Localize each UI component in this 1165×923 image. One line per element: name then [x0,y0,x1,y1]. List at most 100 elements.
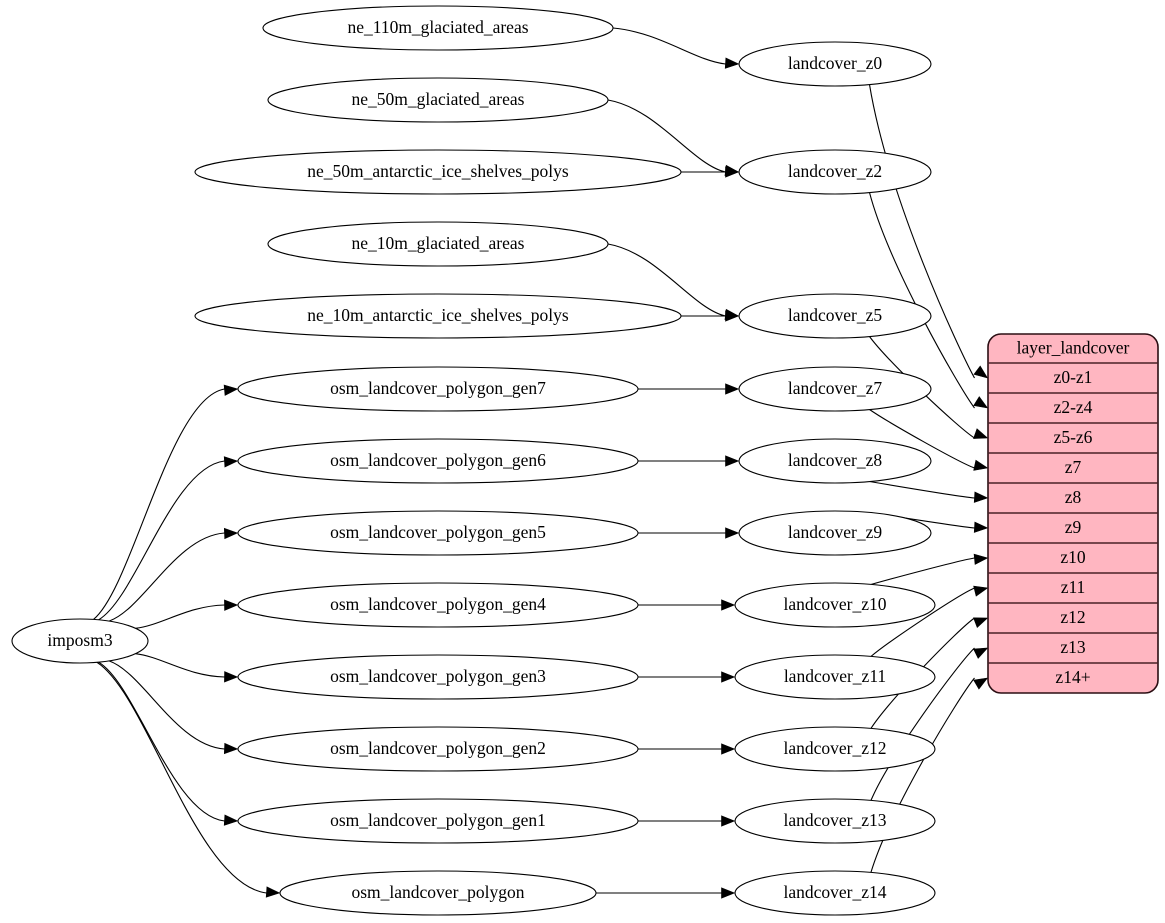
node-label: landcover_z7 [788,378,883,398]
node-shape [734,798,936,844]
node-label: landcover_z11 [784,666,886,686]
graph-node-osm_landcover_polygon_gen2[interactable]: osm_landcover_polygon_gen2 [237,726,639,772]
node-shape [237,510,639,556]
graph-node-landcover_z0[interactable]: landcover_z0 [738,41,932,87]
node-label: osm_landcover_polygon_gen5 [330,522,546,542]
graph-node-landcover_z5[interactable]: landcover_z5 [738,293,932,339]
table-row-z11[interactable]: z11 [1061,577,1086,597]
node-label: osm_landcover_polygon_gen7 [330,378,546,398]
table-row-z2-z4[interactable]: z2-z4 [1054,397,1093,417]
table-row-z10[interactable]: z10 [1060,547,1086,567]
graph-node-landcover_z12[interactable]: landcover_z12 [734,726,936,772]
arrow-head-icon [725,455,740,467]
table-row-z8[interactable]: z8 [1065,487,1082,507]
node-shape [262,5,614,51]
edge-imposm3-to-osm_landcover_polygon_gen6 [98,460,225,621]
edge-ne_110m_glaciated_areas-to-landcover_z0 [612,27,726,65]
node-shape [237,798,639,844]
graph-node-imposm3[interactable]: imposm3 [11,618,149,664]
graph-node-osm_landcover_polygon_gen5[interactable]: osm_landcover_polygon_gen5 [237,510,639,556]
node-label: ne_50m_antarctic_ice_shelves_polys [307,161,569,181]
node-shape [267,221,609,267]
arrow-head-icon [725,166,740,178]
graph-node-osm_landcover_polygon_gen6[interactable]: osm_landcover_polygon_gen6 [237,438,639,484]
node-label: osm_landcover_polygon_gen2 [330,738,546,758]
graph-node-ne_10m_antarctic_ice_shelves_polys[interactable]: ne_10m_antarctic_ice_shelves_polys [194,293,682,339]
graph-node-osm_landcover_polygon_gen7[interactable]: osm_landcover_polygon_gen7 [237,366,639,412]
edge-imposm3-to-osm_landcover_polygon [96,661,267,894]
graph-node-landcover_z14[interactable]: landcover_z14 [734,870,936,916]
graph-node-ne_10m_glaciated_areas[interactable]: ne_10m_glaciated_areas [267,221,609,267]
arrow-head-icon [725,310,740,322]
node-shape [738,293,932,339]
arrow-head-icon [721,815,736,827]
arrow-head-icon [223,527,239,540]
graph-node-ne_110m_glaciated_areas[interactable]: ne_110m_glaciated_areas [262,5,614,51]
graph-node-landcover_z8[interactable]: landcover_z8 [738,438,932,484]
graph-node-landcover_z7[interactable]: landcover_z7 [738,366,932,412]
arrow-head-icon [223,384,239,396]
edge-imposm3-to-osm_landcover_polygon_gen1 [98,661,225,822]
graph-node-osm_landcover_polygon_gen1[interactable]: osm_landcover_polygon_gen1 [237,798,639,844]
arrow-head-icon [224,599,239,611]
node-shape [738,510,932,556]
graph-node-landcover_z2[interactable]: landcover_z2 [738,149,932,195]
node-label: landcover_z8 [788,450,883,470]
nodes-layer: imposm3 ne_110m_glaciated_areas ne_50m_gla… [11,5,936,916]
graph-node-ne_50m_antarctic_ice_shelves_polys[interactable]: ne_50m_antarctic_ice_shelves_polys [194,149,682,195]
node-label: ne_10m_glaciated_areas [352,233,525,253]
table-row-z14+[interactable]: z14+ [1055,667,1090,687]
graph-node-osm_landcover_polygon_gen3[interactable]: osm_landcover_polygon_gen3 [237,654,639,700]
node-shape [734,654,936,700]
node-label: osm_landcover_polygon_gen1 [330,810,546,830]
graph-node-ne_50m_glaciated_areas[interactable]: ne_50m_glaciated_areas [267,77,609,123]
graph-node-landcover_z10[interactable]: landcover_z10 [734,582,936,628]
node-shape [738,149,932,195]
graph-node-osm_landcover_polygon_gen4[interactable]: osm_landcover_polygon_gen4 [237,582,639,628]
arrow-head-icon [721,743,736,755]
table-row-z5-z6[interactable]: z5-z6 [1054,427,1093,447]
node-label: landcover_z2 [788,161,882,181]
edge-landcover_z8-to-layer_landcover-z8 [869,480,975,499]
arrow-head-icon [973,491,989,503]
node-shape [237,726,639,772]
graph-node-landcover_z11[interactable]: landcover_z11 [734,654,936,700]
edge-landcover_z0-to-layer_landcover-z0-z1 [868,84,975,379]
table-row-z9[interactable]: z9 [1065,517,1082,537]
edge-imposm3-to-osm_landcover_polygon_gen7 [93,388,225,620]
node-label: ne_50m_glaciated_areas [352,89,525,109]
arrow-head-icon [973,553,989,565]
node-label: landcover_z0 [788,53,883,73]
table-row-z0-z1[interactable]: z0-z1 [1054,367,1093,387]
edge-ne_10m_glaciated_areas-to-landcover_z5 [607,243,726,317]
table-row-z12[interactable]: z12 [1060,607,1085,627]
node-shape [279,870,597,916]
arrow-head-icon [224,671,239,683]
graph-node-osm_landcover_polygon[interactable]: osm_landcover_polygon [279,870,597,916]
table-row-z7[interactable]: z7 [1065,457,1082,477]
arrow-head-icon [973,647,989,659]
arrow-head-icon [223,814,239,826]
edge-landcover_z10-to-layer_landcover-z10 [870,557,975,586]
arrow-head-icon [973,677,989,690]
node-label: landcover_z12 [783,738,886,758]
arrow-head-icon [973,396,989,409]
edge-landcover_z7-to-layer_landcover-z7 [869,409,975,469]
edge-imposm3-to-osm_landcover_polygon_gen3 [135,653,225,678]
table-row-z13[interactable]: z13 [1060,637,1086,657]
graph-node-landcover_z9[interactable]: landcover_z9 [738,510,932,556]
layer-landcover-table: layer_landcoverz0-z1z2-z4z5-z6z7z8z9z10z… [987,333,1159,694]
node-label: osm_landcover_polygon [351,882,524,902]
node-label: osm_landcover_polygon_gen6 [330,450,546,470]
graph-node-landcover_z13[interactable]: landcover_z13 [734,798,936,844]
arrow-head-icon [973,617,989,628]
arrow-head-icon [721,887,736,899]
arrow-head-icon [724,57,740,69]
node-shape [194,293,682,339]
node-shape [237,654,639,700]
node-shape [194,149,682,195]
node-shape [267,77,609,123]
arrow-head-icon [973,459,989,471]
